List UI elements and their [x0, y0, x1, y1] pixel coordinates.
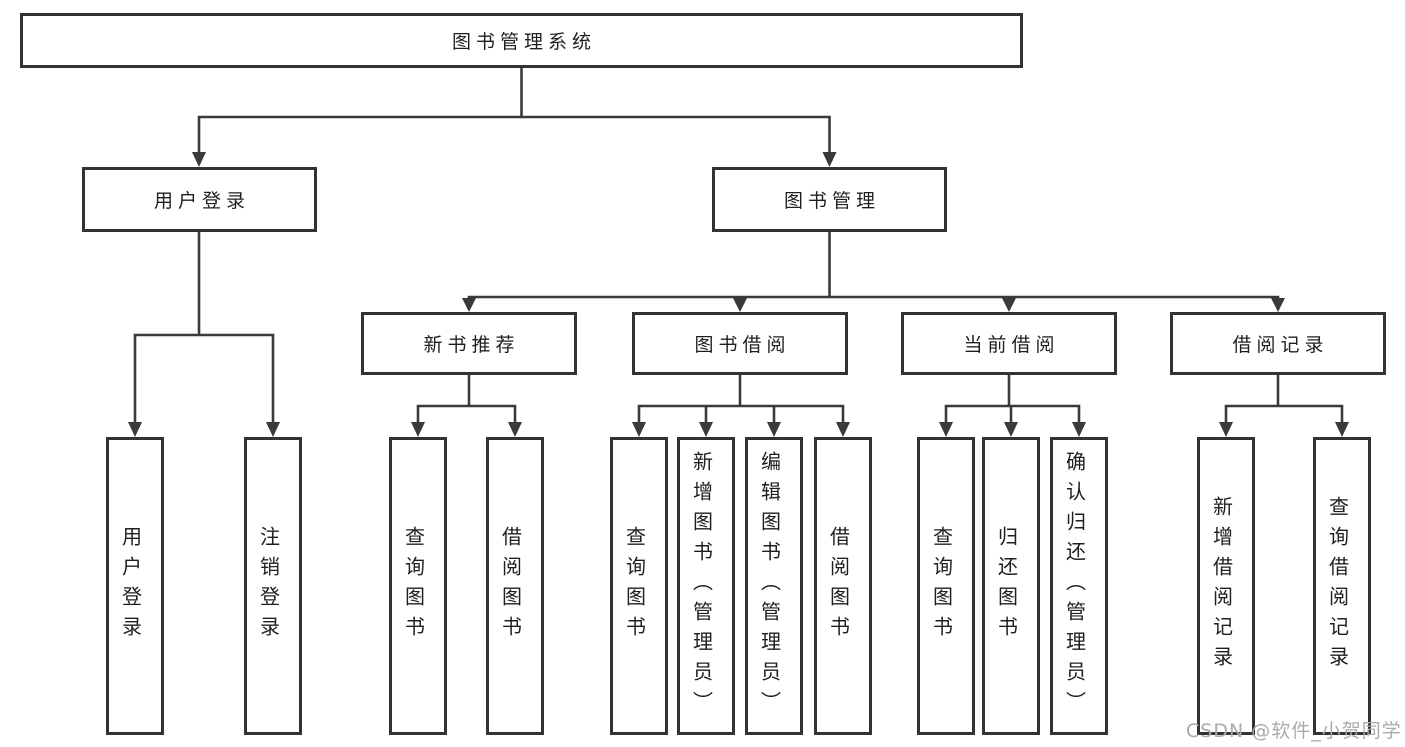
- leaf-user-login: 用户登录: [106, 437, 164, 735]
- node-borrowing-records: 借阅记录: [1170, 312, 1386, 375]
- node-library-management-system: 图书管理系统: [20, 13, 1023, 68]
- csdn-watermark: CSDN @软件_小贺同学: [1186, 720, 1402, 742]
- leaf-borrow-books: 借阅图书: [814, 437, 872, 735]
- leaf-confirm-return-admin: 确认归还（管理员）: [1050, 437, 1108, 735]
- leaf-logout: 注销登录: [244, 437, 302, 735]
- node-new-book-recommendation: 新书推荐: [361, 312, 577, 375]
- node-book-management: 图书管理: [712, 167, 947, 232]
- leaf-query-books-recommend: 查询图书: [389, 437, 447, 735]
- node-current-borrowing: 当前借阅: [901, 312, 1117, 375]
- leaf-borrow-books-recommend: 借阅图书: [486, 437, 544, 735]
- leaf-edit-books-admin: 编辑图书（管理员）: [745, 437, 803, 735]
- node-user-login: 用户登录: [82, 167, 317, 232]
- leaf-return-books: 归还图书: [982, 437, 1040, 735]
- leaf-query-books-borrow: 查询图书: [610, 437, 668, 735]
- node-book-borrowing: 图书借阅: [632, 312, 848, 375]
- leaf-query-books-current: 查询图书: [917, 437, 975, 735]
- leaf-query-borrow-record: 查询借阅记录: [1313, 437, 1371, 735]
- leaf-add-borrow-record: 新增借阅记录: [1197, 437, 1255, 735]
- leaf-add-books-admin: 新增图书（管理员）: [677, 437, 735, 735]
